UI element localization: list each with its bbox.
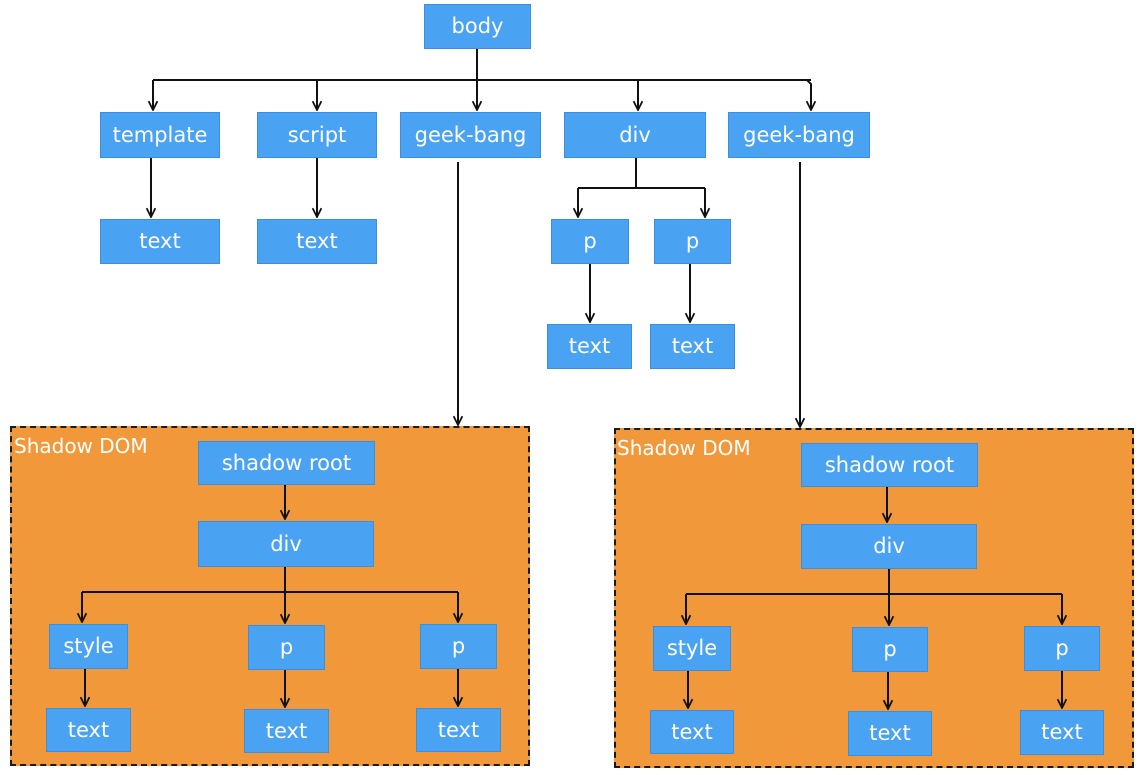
shadow-1-p-2: p bbox=[420, 624, 497, 669]
shadow-1-p-1-text: text bbox=[244, 709, 329, 753]
node-script: script bbox=[257, 112, 377, 158]
shadow-1-p-2-text: text bbox=[416, 708, 501, 752]
shadow-2-p-1-text: text bbox=[848, 711, 932, 756]
node-div: div bbox=[564, 112, 706, 158]
shadow-2-root: shadow root bbox=[801, 443, 978, 487]
node-div-p-2: p bbox=[654, 219, 731, 264]
node-template-text: text bbox=[100, 219, 220, 264]
shadow-2-p-2: p bbox=[1024, 626, 1100, 671]
node-div-p-2-text: text bbox=[650, 324, 735, 369]
shadow-2-style-text: text bbox=[650, 710, 734, 754]
node-div-p-1-text: text bbox=[547, 324, 632, 369]
shadow-dom-1-label: Shadow DOM bbox=[14, 434, 148, 458]
node-geek-bang-1: geek-bang bbox=[400, 112, 541, 158]
arrow-body-geek-bang-2 bbox=[807, 79, 811, 110]
node-geek-bang-2: geek-bang bbox=[728, 112, 870, 158]
shadow-dom-2-label: Shadow DOM bbox=[617, 436, 751, 460]
node-template: template bbox=[100, 112, 220, 158]
node-div-p-1: p bbox=[551, 219, 629, 264]
shadow-1-root: shadow root bbox=[198, 441, 375, 485]
shadow-2-p-2-text: text bbox=[1020, 710, 1104, 755]
shadow-2-p-1: p bbox=[852, 627, 928, 672]
node-body: body bbox=[424, 4, 531, 49]
shadow-1-style: style bbox=[49, 624, 128, 669]
shadow-2-style: style bbox=[653, 626, 731, 671]
shadow-1-p-1: p bbox=[248, 625, 325, 670]
shadow-2-div: div bbox=[801, 524, 977, 569]
shadow-1-div: div bbox=[198, 521, 374, 567]
shadow-1-style-text: text bbox=[46, 708, 131, 752]
node-script-text: text bbox=[257, 219, 377, 264]
